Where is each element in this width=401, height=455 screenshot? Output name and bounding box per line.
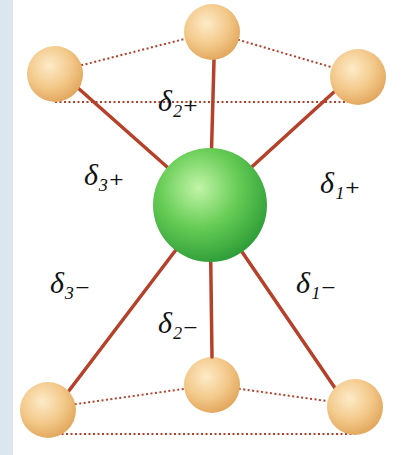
- side-band: [0, 0, 13, 455]
- displacement-label: δ₃₋: [50, 268, 90, 298]
- displacement-label: δ₁₋: [296, 268, 336, 298]
- displacement-label: δ₂₊: [158, 86, 198, 116]
- atom-sphere: [184, 357, 240, 413]
- atom-spheres: [20, 4, 386, 438]
- displacement-label: δ₁₊: [320, 168, 360, 198]
- central-atom: [153, 148, 267, 262]
- bonds: [68, 60, 335, 392]
- displacement-label: δ₃₊: [84, 160, 124, 190]
- dotted-triangles: [48, 32, 358, 434]
- displacement-label: δ₂₋: [158, 308, 198, 338]
